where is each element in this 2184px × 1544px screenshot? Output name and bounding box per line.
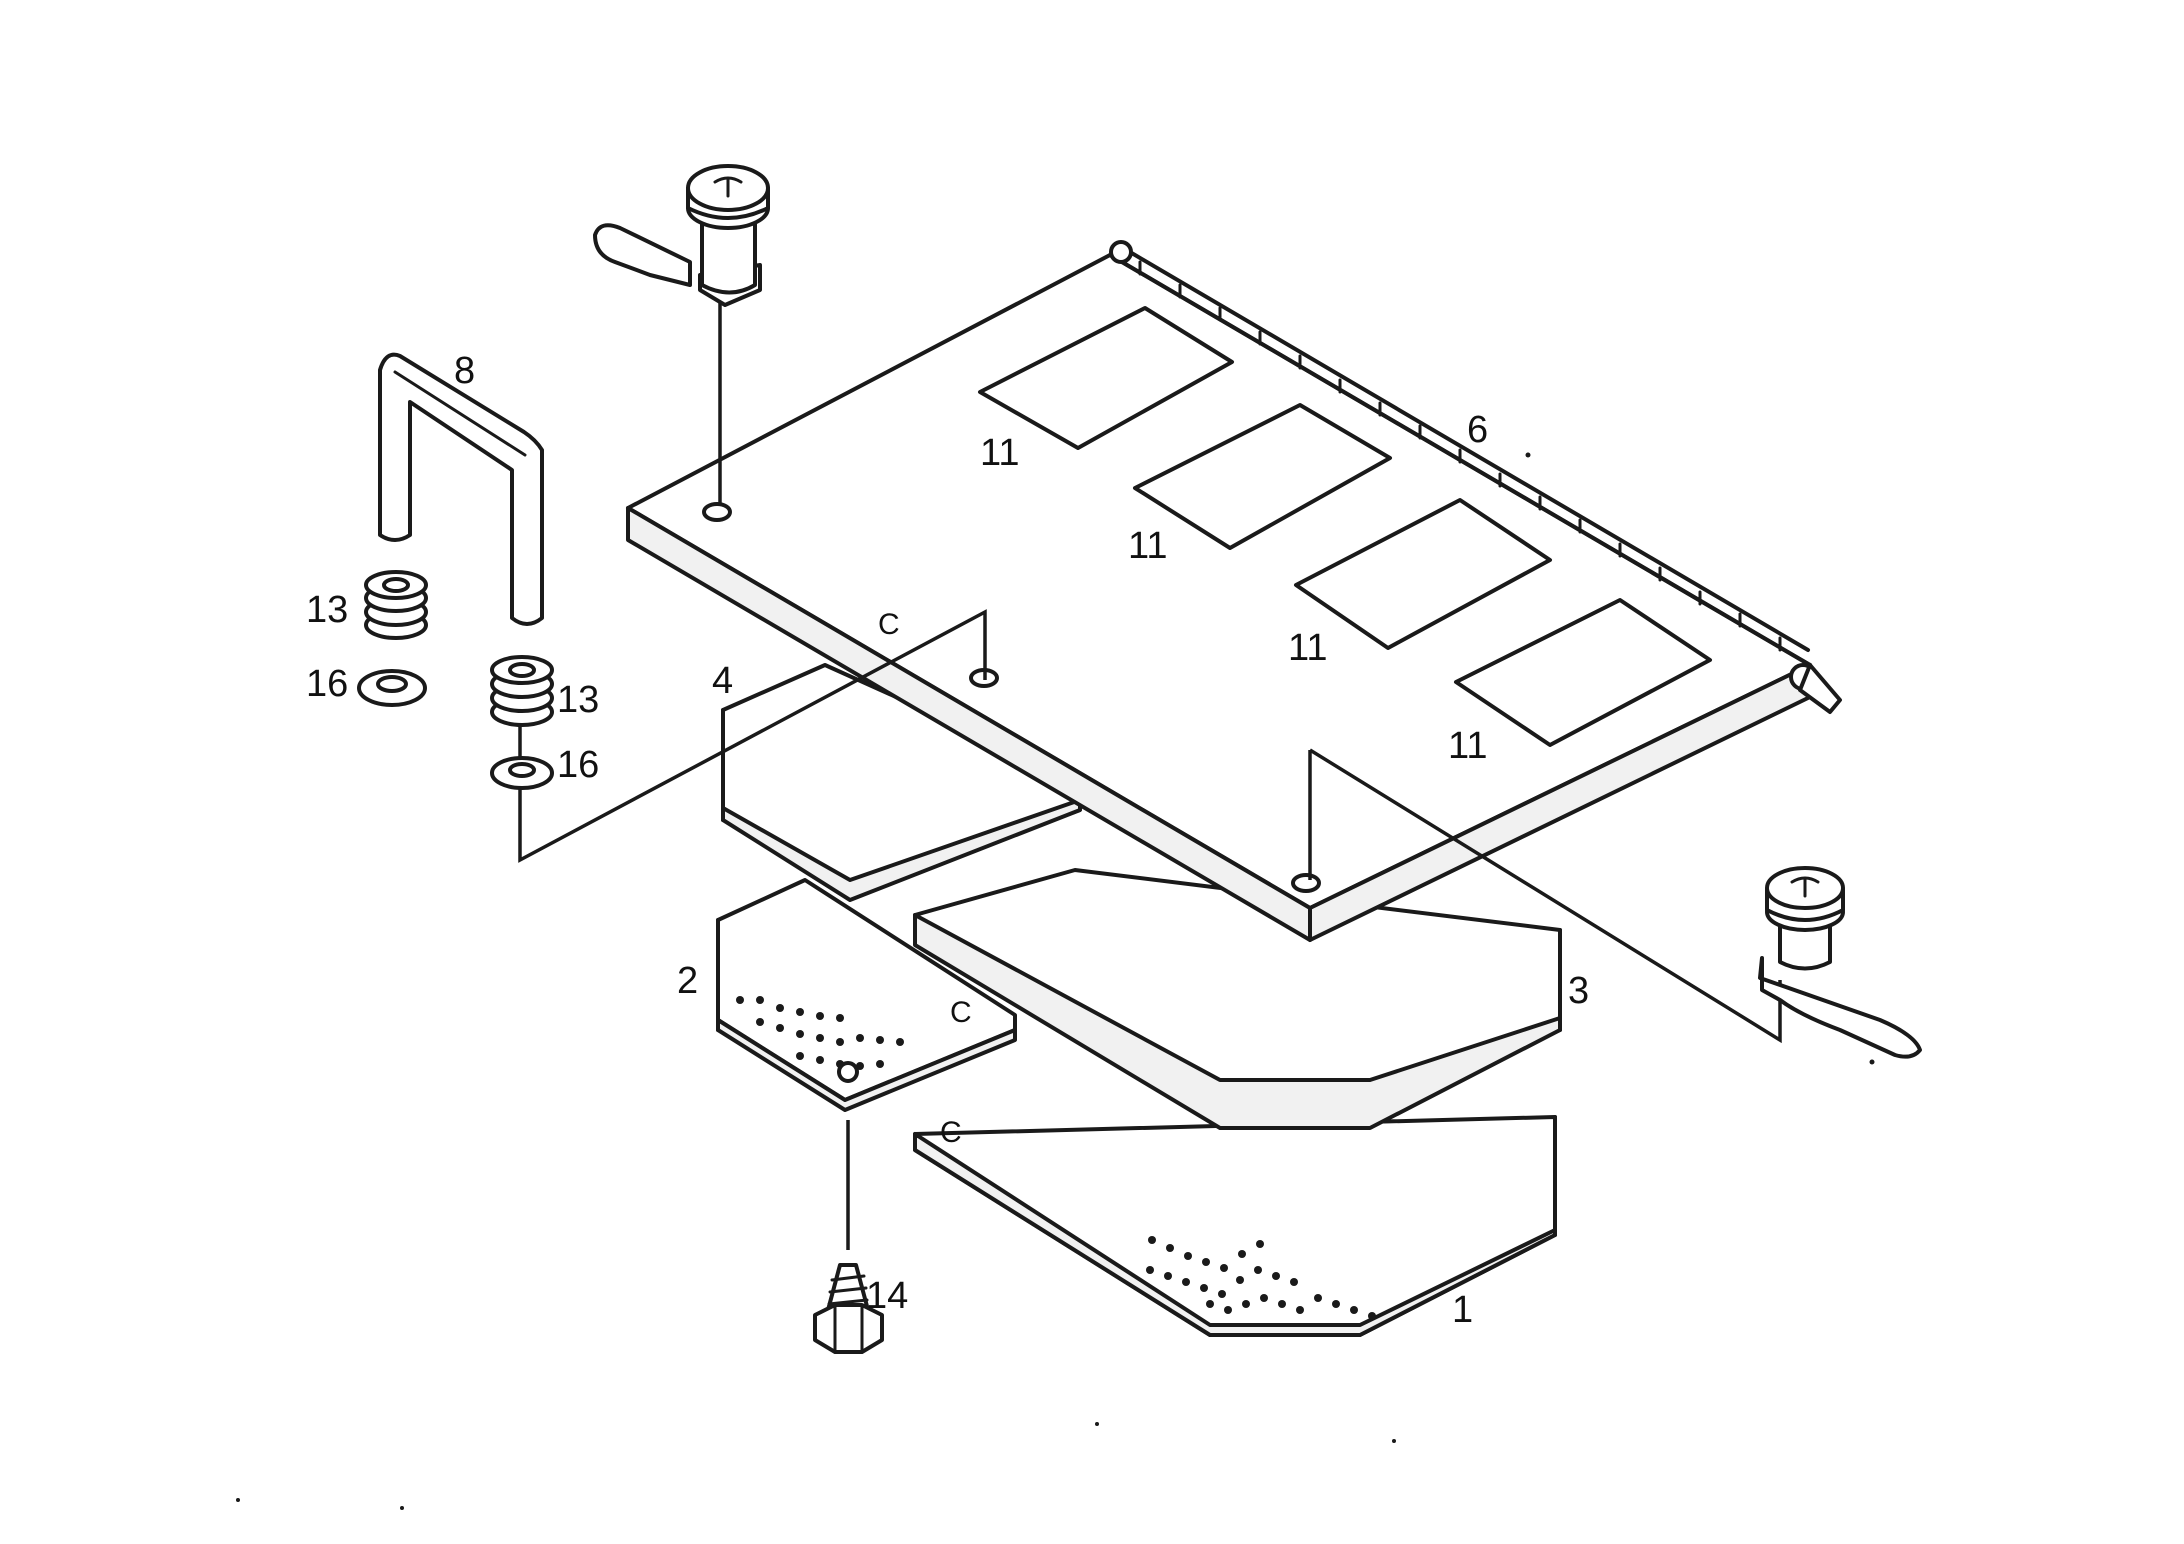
scan-specks bbox=[236, 452, 1875, 1510]
quarter-turn-fastener-top bbox=[593, 164, 770, 307]
callout-11-d: 11 bbox=[1448, 725, 1487, 767]
callout-11-a: 11 bbox=[980, 432, 1019, 474]
hinge bbox=[1108, 240, 1842, 714]
callout-3: 3 bbox=[1568, 970, 1589, 1012]
callout-14: 14 bbox=[866, 1275, 908, 1317]
cover-hole-front bbox=[1291, 873, 1321, 893]
callout-1: 1 bbox=[1452, 1289, 1473, 1331]
part-3-middle-pad bbox=[913, 868, 1562, 1130]
part-2-corner-mark: C bbox=[950, 996, 972, 1029]
callout-8: 8 bbox=[454, 350, 475, 392]
callout-2: 2 bbox=[677, 960, 698, 1002]
callout-13-right: 13 bbox=[557, 679, 599, 721]
callout-13-left: 13 bbox=[306, 589, 348, 631]
part-6-cover-plate: C bbox=[626, 240, 1842, 942]
part-2-screw-hole bbox=[837, 1061, 859, 1083]
window-11-c bbox=[1294, 498, 1552, 650]
quarter-turn-fastener-right bbox=[1758, 866, 1922, 1059]
part-1-bottom-pad: C bbox=[913, 1115, 1557, 1337]
callout-labels: 1 2 3 4 6 8 11 11 11 11 13 13 14 16 16 bbox=[306, 350, 1589, 1331]
part-8-u-bracket bbox=[378, 352, 544, 626]
cover-corner-mark: C bbox=[878, 608, 900, 641]
window-11-d bbox=[1454, 598, 1712, 747]
callout-6: 6 bbox=[1467, 409, 1488, 451]
callout-11-b: 11 bbox=[1128, 525, 1167, 567]
callout-11-c: 11 bbox=[1288, 627, 1327, 669]
part-4-block bbox=[721, 663, 1082, 902]
window-11-a bbox=[978, 306, 1234, 450]
callout-16-left: 16 bbox=[306, 663, 348, 705]
part-1-perforation-dots bbox=[1146, 1236, 1376, 1320]
callout-4: 4 bbox=[712, 660, 733, 702]
part-2-small-pad: C bbox=[716, 878, 1017, 1112]
washer-16-left bbox=[357, 669, 427, 707]
part-14-screw bbox=[813, 1263, 884, 1354]
washer-16-right bbox=[490, 756, 554, 790]
cover-hole-left bbox=[702, 502, 732, 522]
spring-13-right bbox=[490, 655, 554, 727]
spring-13-left bbox=[364, 570, 428, 640]
part-1-corner-mark: C bbox=[940, 1116, 962, 1149]
callout-16-right: 16 bbox=[557, 744, 599, 786]
window-11-b bbox=[1133, 403, 1392, 550]
